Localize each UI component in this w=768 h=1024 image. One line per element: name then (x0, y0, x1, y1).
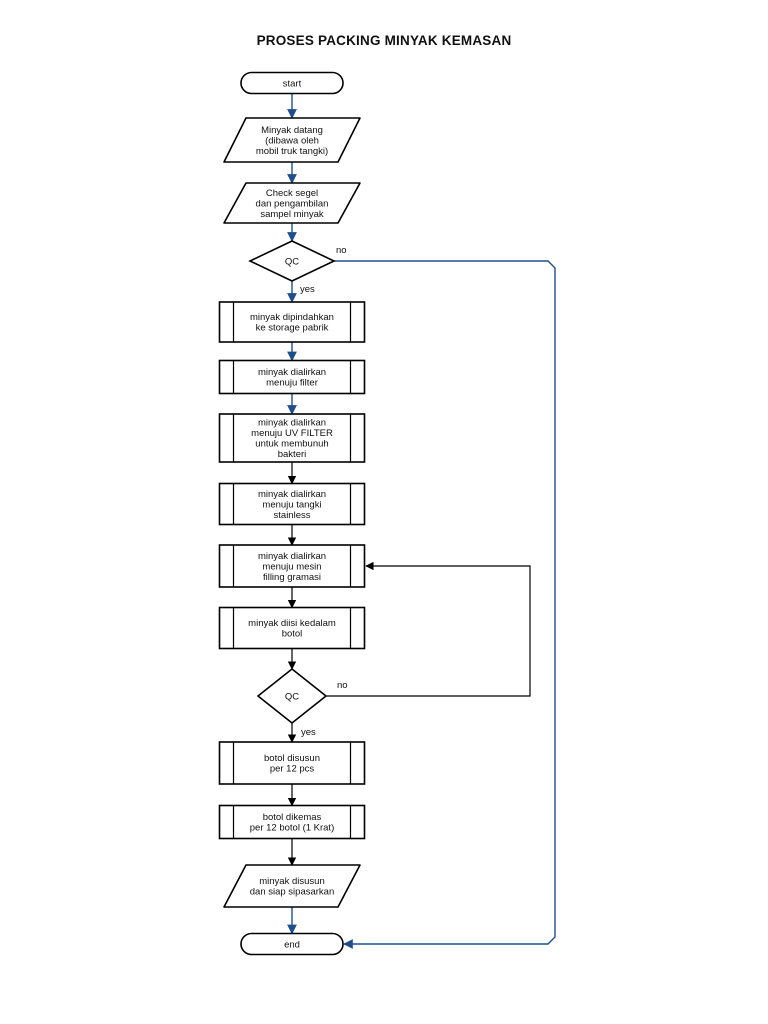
data-shape (223, 864, 361, 908)
node-label: menuju filter (266, 378, 318, 389)
edge-label-yes: yes (301, 727, 316, 738)
process-shape (218, 413, 366, 463)
node-label: per 12 pcs (270, 764, 315, 775)
node-label: minyak dialirkan (258, 367, 326, 378)
node-label: mobil truk tangki) (256, 146, 328, 157)
node-label: QC (285, 256, 299, 267)
terminal-shape (240, 71, 344, 95)
node-label: bakteri (278, 449, 307, 460)
edge-qc2-to-filling (326, 561, 531, 697)
node-label: botol dikemas (263, 812, 322, 823)
node-label: dan pengambilan (256, 198, 329, 209)
process-shape (218, 606, 366, 650)
edge-label-no: no (336, 245, 347, 256)
process-shape (218, 359, 366, 395)
edge-label-yes: yes (300, 284, 315, 295)
node-start: start (240, 71, 344, 95)
node-label: botol disusun (264, 753, 320, 764)
node-label: filling gramasi (263, 572, 321, 583)
node-label: per 12 botol (1 Krat) (250, 823, 335, 834)
node-label: menuju mesin (262, 561, 321, 572)
node-label: stainless (274, 510, 311, 521)
node-end: end (240, 932, 344, 956)
data-shape (223, 117, 361, 163)
data-shape (223, 182, 361, 224)
node-label: (dibawa oleh (265, 135, 319, 146)
decision-shape (248, 240, 336, 282)
node-label: end (284, 939, 300, 950)
node-label: Check segel (266, 188, 318, 199)
node-label: Minyak datang (261, 125, 323, 136)
node-label: minyak dipindahkan (250, 312, 334, 323)
process-shape (218, 741, 366, 785)
node-label: minyak diisi kedalam (248, 618, 336, 629)
edge-label-no: no (337, 680, 348, 691)
node-qc2: QC (256, 667, 328, 725)
decision-shape (256, 667, 328, 725)
node-label: minyak dialirkan (258, 489, 326, 500)
node-label: minyak dialirkan (258, 551, 326, 562)
node-label: untuk membunuh (255, 439, 328, 450)
node-label: QC (285, 691, 299, 702)
edges-layer (287, 93, 556, 949)
terminal-shape (240, 932, 344, 956)
node-label: start (283, 78, 302, 89)
node-label: menuju UV FILTER (251, 428, 333, 439)
edge-labels-layer: yes no yes no (300, 245, 348, 738)
edge-qc1-to-end (334, 260, 556, 949)
process-shape (218, 301, 366, 343)
process-shape (218, 544, 366, 588)
process-shape (218, 482, 366, 526)
node-label: minyak dialirkan (258, 418, 326, 429)
node-label: menuju tangki (262, 499, 321, 510)
node-label: sampel minyak (260, 209, 324, 220)
node-label: ke storage pabrik (256, 323, 329, 334)
node-label: dan siap sipasarkan (250, 887, 335, 898)
node-label: botol (282, 629, 303, 640)
node-qc1: QC (248, 240, 336, 282)
process-shape (218, 804, 366, 840)
diagram-title: PROSES PACKING MINYAK KEMASAN (256, 33, 512, 48)
node-label: minyak disusun (259, 876, 324, 887)
